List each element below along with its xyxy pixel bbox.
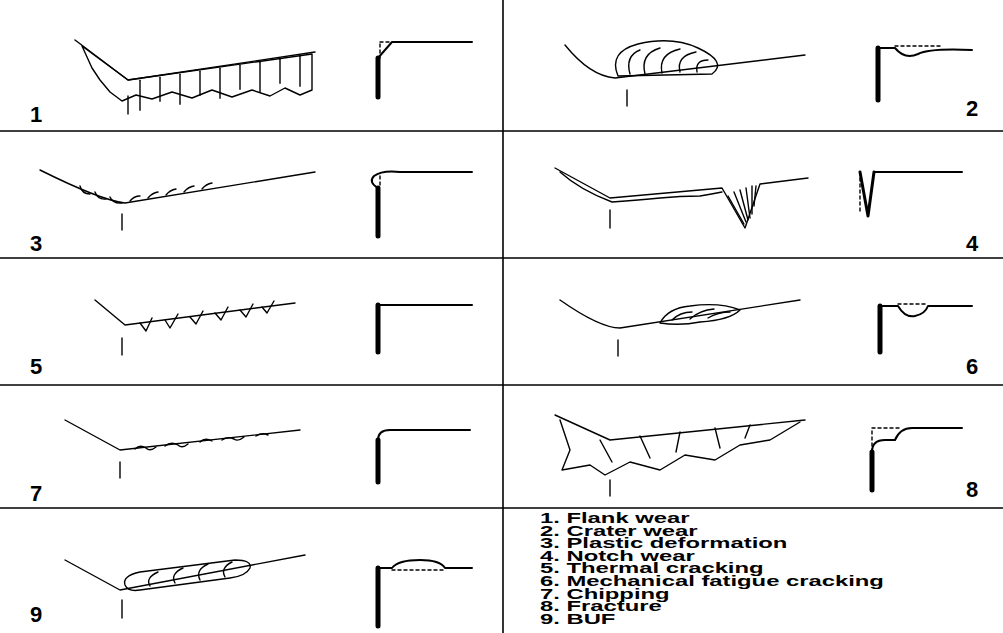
buf-sketch xyxy=(65,555,472,626)
legend-line: 5. Thermal cracking xyxy=(540,562,764,575)
legend-line: 3. Plastic deformation xyxy=(540,537,787,550)
plastic-deformation-sketch xyxy=(40,170,472,236)
notch-wear-sketch xyxy=(555,168,962,228)
callout-number: 9 xyxy=(30,603,42,627)
legend-line: 9. BUF xyxy=(540,613,615,626)
callout-number: 8 xyxy=(966,478,978,502)
callout-number: 3 xyxy=(30,232,42,256)
legend-line: 8. Fracture xyxy=(540,600,662,613)
callout-number: 1 xyxy=(30,103,42,127)
fracture-sketch xyxy=(555,415,962,496)
callout-number: 6 xyxy=(966,355,978,379)
fatigue-cracking-sketch xyxy=(560,300,972,356)
chipping-sketch xyxy=(65,420,470,482)
legend-line: 4. Notch wear xyxy=(540,550,695,563)
legend-line: 6. Mechanical fatigue cracking xyxy=(540,575,884,588)
callout-number: 2 xyxy=(966,97,978,121)
callout-number: 7 xyxy=(30,482,42,506)
flank-wear-sketch xyxy=(75,40,472,114)
crater-wear-sketch xyxy=(565,41,972,106)
legend-line: 1. Flank wear xyxy=(540,512,689,525)
callout-number: 4 xyxy=(966,232,978,256)
legend-line: 7. Chipping xyxy=(540,588,670,601)
legend-line: 2. Crater wear xyxy=(540,525,697,538)
thermal-cracking-sketch xyxy=(95,300,472,355)
callout-number: 5 xyxy=(30,355,42,379)
